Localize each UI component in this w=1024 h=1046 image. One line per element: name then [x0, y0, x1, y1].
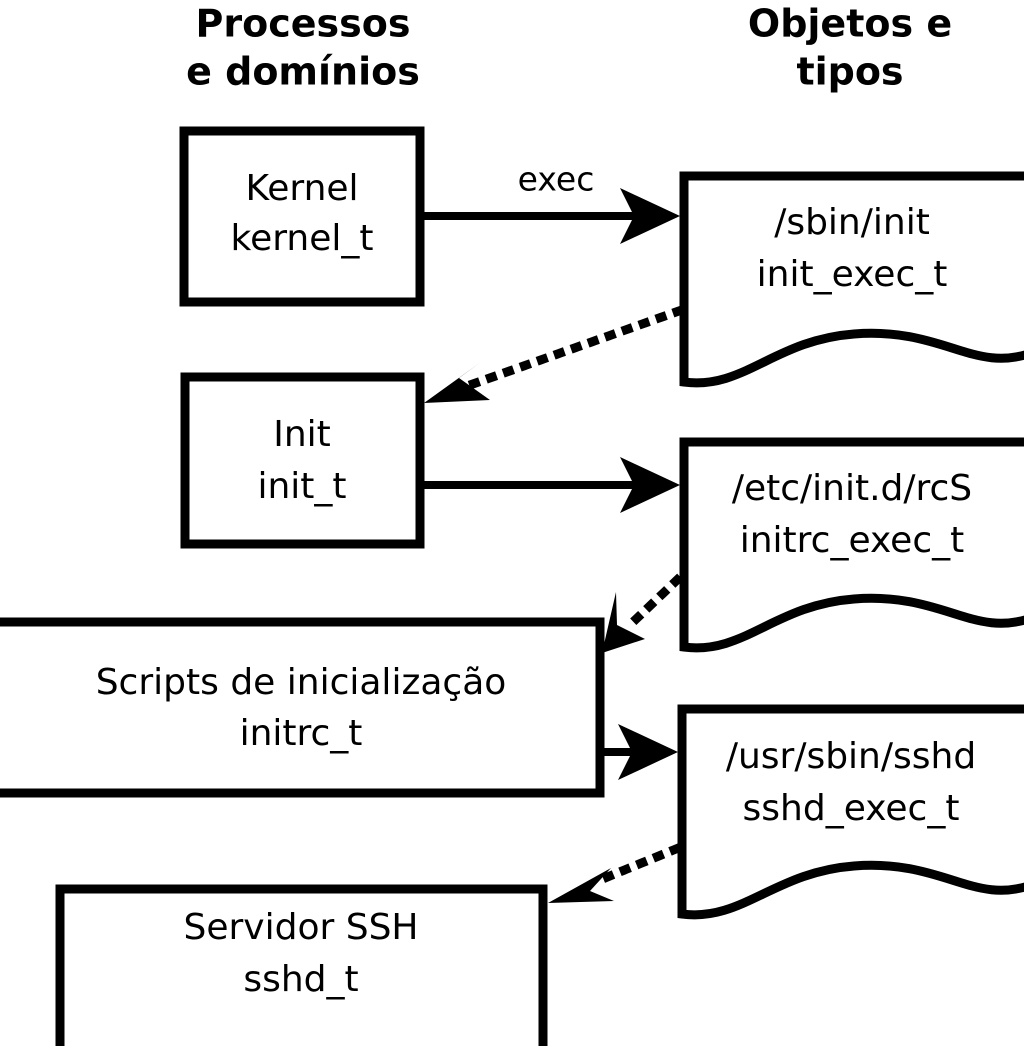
- process-node-sshd-line1: Servidor SSH: [183, 907, 418, 948]
- process-node-kernel-box[interactable]: [179, 126, 425, 307]
- object-node-init-exec-line1: /sbin/init: [774, 202, 930, 243]
- process-node-init-line2: init_t: [257, 466, 346, 507]
- edge-initrc-to-sshd-exec: [604, 724, 678, 780]
- process-node-init-line1: Init: [273, 414, 331, 455]
- process-node-initrc-box[interactable]: [0, 617, 605, 798]
- arrow-head-sshd-exec-to-sshd: [548, 868, 614, 903]
- process-node-sshd-line2: sshd_t: [243, 959, 358, 1000]
- edge-line-sshd-exec-to-sshd: [594, 843, 682, 886]
- process-node-init[interactable]: Init init_t: [180, 372, 425, 549]
- object-node-init-exec-line2: init_exec_t: [757, 254, 948, 295]
- object-node-initrc-exec-line1: /etc/init.d/rcS: [732, 468, 972, 509]
- object-node-sshd-exec-line2: sshd_exec_t: [743, 788, 960, 829]
- process-node-initrc[interactable]: Scripts de inicialização initrc_t: [0, 617, 605, 798]
- object-node-sshd-exec[interactable]: /usr/sbin/sshd sshd_exec_t: [677, 704, 1024, 920]
- object-node-initrc-exec-line2: initrc_exec_t: [740, 520, 965, 561]
- column-header-processes-line2: e domínios: [186, 50, 420, 94]
- process-node-init-box[interactable]: [180, 372, 425, 549]
- object-node-sshd-exec-document[interactable]: [677, 704, 1024, 920]
- arrow-head-init-to-initrc-exec: [620, 457, 680, 513]
- arrow-head-initrc-exec-to-initrc: [602, 592, 645, 653]
- edge-sshd-exec-to-sshd: [548, 843, 682, 903]
- object-node-initrc-exec-document[interactable]: [679, 437, 1024, 653]
- arrow-head-initrc-to-sshd-exec: [618, 724, 678, 780]
- arrow-head-init-exec-to-init: [424, 362, 490, 403]
- edge-initrc-exec-to-initrc: [602, 573, 684, 653]
- column-header-processes-line1: Processos: [196, 2, 411, 46]
- edge-label-exec: exec: [518, 160, 595, 199]
- edge-line-initrc-exec-to-initrc: [625, 573, 684, 630]
- edge-line-init-exec-to-init: [464, 305, 685, 391]
- column-header-objects-line1: Objetos e: [748, 2, 952, 46]
- process-node-kernel-line2: kernel_t: [231, 218, 374, 259]
- process-node-sshd[interactable]: Servidor SSH sshd_t: [55, 884, 548, 1046]
- column-header-objects-line2: tipos: [796, 50, 903, 94]
- column-header-processes: Processos e domínios: [186, 2, 420, 94]
- edge-kernel-to-init-exec: exec: [423, 160, 680, 244]
- process-node-kernel-line1: Kernel: [245, 168, 358, 209]
- process-node-initrc-line1: Scripts de inicialização: [96, 662, 507, 703]
- process-node-initrc-line2: initrc_t: [240, 713, 363, 754]
- arrow-head-kernel-to-init-exec: [620, 188, 680, 244]
- object-node-init-exec[interactable]: /sbin/init init_exec_t: [679, 171, 1024, 388]
- object-node-initrc-exec[interactable]: /etc/init.d/rcS initrc_exec_t: [679, 437, 1024, 653]
- object-node-sshd-exec-line1: /usr/sbin/sshd: [726, 736, 976, 777]
- process-node-kernel[interactable]: Kernel kernel_t: [179, 126, 425, 307]
- edge-init-to-initrc-exec: [423, 457, 680, 513]
- column-header-objects: Objetos e tipos: [748, 2, 952, 94]
- object-node-init-exec-document[interactable]: [679, 171, 1024, 388]
- process-node-sshd-box[interactable]: [55, 884, 548, 1046]
- edge-init-exec-to-init: [424, 305, 685, 403]
